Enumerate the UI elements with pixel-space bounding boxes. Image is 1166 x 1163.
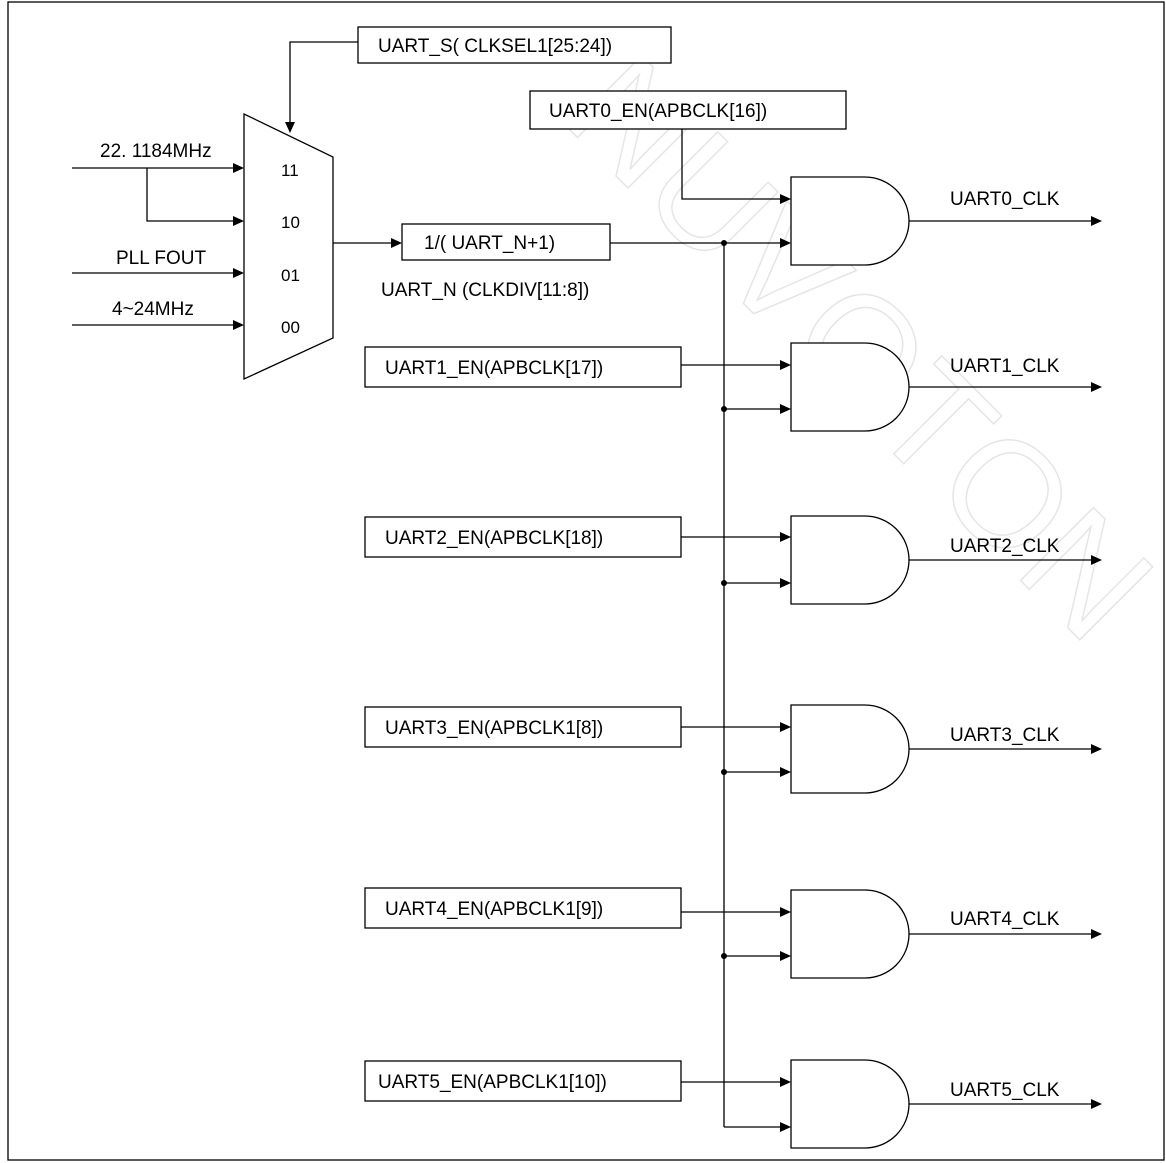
diagram-frame (7, 1, 1165, 1161)
uart1-clock-arrow (780, 404, 791, 414)
mux-select-box (357, 26, 672, 64)
mux-code-11: 11 (281, 161, 299, 180)
uart1-output-label: UART1_CLK (950, 356, 1060, 377)
uart5-clock-arrow (780, 1122, 791, 1132)
uart5-enable-box (364, 1060, 682, 1102)
uart1-bus-junction (721, 406, 727, 412)
uart4-channel: UART4_EN(APBCLK1[9]) UART4_CLK (364, 887, 1102, 979)
uart3-enable-label: UART3_EN(APBCLK1[8]) (385, 718, 603, 739)
input-label-22-1184mhz: 22. 1184MHz (100, 141, 212, 162)
uart2-clock-arrow (780, 578, 791, 588)
clock-mux (243, 112, 334, 381)
uart2-bus-junction (721, 580, 727, 586)
input-wire-10 (146, 168, 236, 222)
uart0-and-gate (790, 176, 910, 266)
uart3-output-label: UART3_CLK (950, 725, 1060, 746)
uart0-channel: UART0_EN(APBCLK[16]) UART0_CLK (529, 90, 1102, 266)
uart5-enable-label: UART5_EN(APBCLK1[10]) (378, 1072, 607, 1093)
uart4-enable-label: UART4_EN(APBCLK1[9]) (385, 899, 603, 920)
input-arrow-01 (233, 268, 244, 278)
mux-output-arrow (391, 238, 402, 248)
input-arrow-10 (233, 216, 244, 226)
uart2-output-arrow (1091, 555, 1102, 565)
clock-divider-caption: UART_N (CLKDIV[11:8]) (381, 280, 589, 301)
input-arrow-00 (233, 320, 244, 330)
mux-select-wire (289, 41, 358, 125)
uart0-enable-arrow (780, 194, 791, 204)
uart4-bus-junction (721, 953, 727, 959)
mux-select-label: UART_S( CLKSEL1[25:24]) (378, 36, 612, 57)
uart4-enable-box (364, 887, 682, 929)
mux-select-arrow (285, 122, 295, 133)
uart2-enable-label: UART2_EN(APBCLK[18]) (385, 528, 603, 549)
uart3-output-arrow (1091, 744, 1102, 754)
uart5-channel: UART5_EN(APBCLK1[10]) UART5_CLK (364, 1059, 1102, 1149)
uart2-enable-box (364, 516, 682, 558)
uart5-and-gate (790, 1059, 910, 1149)
uart1-enable-arrow (780, 360, 791, 370)
uart4-enable-arrow (780, 907, 791, 917)
uart3-bus-junction (721, 769, 727, 775)
uart2-channel: UART2_EN(APBCLK[18]) UART2_CLK (364, 515, 1102, 605)
uart0-clock-arrow (780, 238, 791, 248)
uart4-clock-arrow (780, 951, 791, 961)
uart0-output-arrow (1091, 216, 1102, 226)
uart2-enable-arrow (780, 532, 791, 542)
uart3-channel: UART3_EN(APBCLK1[8]) UART3_CLK (364, 704, 1102, 794)
uart0-enable-label: UART0_EN(APBCLK[16]) (549, 101, 767, 122)
uart5-output-label: UART5_CLK (950, 1080, 1060, 1101)
uart4-output-label: UART4_CLK (950, 909, 1060, 930)
mux-code-01: 01 (281, 266, 300, 285)
input-label-pll-fout: PLL FOUT (116, 248, 206, 269)
uart2-output-label: UART2_CLK (950, 536, 1060, 557)
clock-divider-label: 1/( UART_N+1) (424, 233, 555, 254)
uart2-and-gate (790, 515, 910, 605)
uart1-enable-label: UART1_EN(APBCLK[17]) (385, 358, 603, 379)
uart0-enable-wire (681, 129, 783, 200)
uart0-enable-box (529, 90, 847, 130)
mux-code-10: 10 (281, 213, 300, 232)
uart3-enable-arrow (780, 722, 791, 732)
uart1-output-arrow (1091, 382, 1102, 392)
uart4-and-gate (790, 889, 910, 979)
input-arrow-11 (233, 163, 244, 173)
uart3-clock-arrow (780, 767, 791, 777)
uart5-enable-arrow (780, 1077, 791, 1087)
input-label-4-24mhz: 4~24MHz (112, 299, 194, 320)
uart1-enable-box (364, 346, 682, 388)
uart5-output-arrow (1091, 1099, 1102, 1109)
uart3-and-gate (790, 704, 910, 794)
uart4-output-arrow (1091, 929, 1102, 939)
clock-divider-box (401, 223, 611, 261)
mux-code-00: 00 (281, 318, 300, 337)
uart1-channel: UART1_EN(APBCLK[17]) UART1_CLK (364, 342, 1102, 432)
uart1-and-gate (790, 342, 910, 432)
uart3-enable-box (364, 706, 682, 748)
uart0-output-label: UART0_CLK (950, 189, 1060, 210)
